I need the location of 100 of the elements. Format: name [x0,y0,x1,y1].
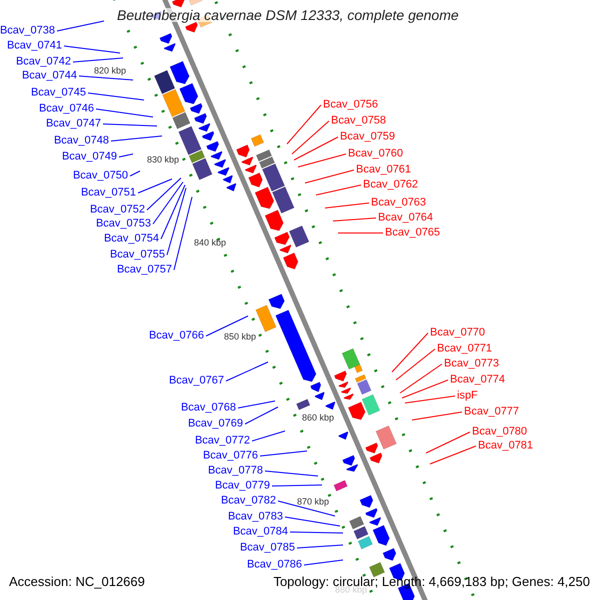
leader-line [272,484,322,486]
gene-label: Bcav_0742 [16,56,71,68]
leader-line [296,544,344,548]
map-title: Beutenbergia cavernae DSM 12333, complete genome [115,8,461,22]
position-label: 850 kbp [224,332,256,342]
gene-label: Bcav_0770 [430,328,486,338]
leader-line [392,332,428,372]
position-label: 860 kbp [302,414,334,422]
gene-label: Bcav_0741 [6,40,62,52]
gene-label: Bcav_0767 [168,376,224,386]
gene-label: Bcav_0774 [450,374,506,386]
leader-line [338,232,384,234]
gene-label: Bcav_0773 [444,358,500,370]
leader-line [102,124,158,126]
leader-line [304,560,344,566]
gene-label: Bcav_0748 [54,136,109,146]
genome-info-text: Topology: circular; Length: 4,669,183 bp; Genes: 4,250 [273,575,590,588]
gene-label: Bcav_0786 [246,560,302,570]
leader-line [110,136,162,142]
leader-line [304,170,354,184]
leader-line [430,446,476,464]
leader-line [298,154,346,168]
gene-label: Bcav_0782 [220,496,276,506]
genome-info-text: Accession: NC_012669 [9,575,145,588]
gene-label: Bcav_0746 [38,104,94,114]
gene-label: Bcav_0751 [80,188,136,198]
leader-line [64,46,120,54]
leader-line [426,432,470,454]
gene-label: Bcav_0777 [464,406,520,418]
gene-label: Bcav_0760 [348,148,404,160]
gene-label: Bcav_0761 [356,164,412,176]
position-label: 880 kbp [334,586,368,594]
gene-label: Bcav_0779 [214,480,270,492]
leader-line [286,104,322,144]
gene-label: Bcav_0764 [378,212,434,224]
gene-label: Bcav_0784 [232,526,288,538]
gene-label: Bcav_0780 [472,426,528,438]
gene-label: Bcav_0781 [478,440,534,452]
gene-label: Bcav_0750 [72,170,128,182]
leader-line [88,92,144,100]
leader-line [138,178,172,194]
gene-label: Bcav_0755 [110,250,165,260]
leader-line [292,120,330,154]
leader-line [118,154,134,158]
leader-line [152,182,184,224]
leader-line [130,170,140,176]
gene-label: Bcav_0756 [323,100,378,110]
gene-label: Bcav_0768 [180,402,236,414]
gene-label: Bcav_0745 [30,88,86,98]
gene-label: Bcav_0754 [104,234,159,244]
gene-label: Bcav_0758 [331,116,386,126]
gene-label: Bcav_0769 [188,418,243,430]
leader-line [78,76,134,80]
leader-line [404,396,456,404]
leader-line [96,108,154,118]
leader-line [174,196,192,270]
gene-label: Bcav_0783 [228,512,283,522]
leader-line [332,218,376,222]
leader-line [72,58,124,62]
gene-label: Bcav_0785 [240,542,295,554]
leader-line [284,516,340,526]
leader-line [324,202,370,208]
gene-label: ispF [457,390,478,402]
leader-line [400,364,442,394]
gene-label: Bcav_0771 [437,344,492,354]
gene-label: Bcav_0778 [208,466,263,476]
leader-line [316,184,362,196]
leader-line [412,412,462,420]
gene-label: Bcav_0759 [340,132,396,142]
position-label: 870 kbp [296,498,330,506]
position-label: 840 kbp [194,238,226,248]
leader-line [264,470,318,476]
gene-label: Bcav_0766 [148,330,204,342]
gene-label: Bcav_0772 [194,436,250,446]
leader-line [160,184,186,240]
leader-line [56,20,104,32]
leader-line [260,450,308,456]
leader-line [206,316,248,336]
gene-label: Bcav_0763 [371,198,426,208]
gene-label: Bcav_0747 [46,118,101,130]
gene-label: Bcav_0762 [363,180,418,190]
leader-line [252,430,286,442]
gene-label: Bcav_0749 [62,152,117,162]
gene-label: Bcav_0753 [96,218,151,230]
gene-label: Bcav_0776 [202,450,258,462]
leader-line [294,136,338,160]
leader-line [396,348,436,380]
leader-line [166,188,186,256]
gene-label: Bcav_0744 [22,70,77,82]
gene-label: Bcav_0752 [90,204,145,216]
position-label: 830 kbp [146,156,180,164]
gene-label: Bcav_0757 [116,264,172,276]
leader-line [290,532,344,534]
leader-line [278,500,336,516]
leader-line [226,362,268,382]
leader-line [146,178,182,210]
leader-line [402,380,448,398]
gene-label: Bcav_0738 [0,26,55,36]
leader-line [238,400,276,408]
position-label: 820 kbp [94,66,126,76]
